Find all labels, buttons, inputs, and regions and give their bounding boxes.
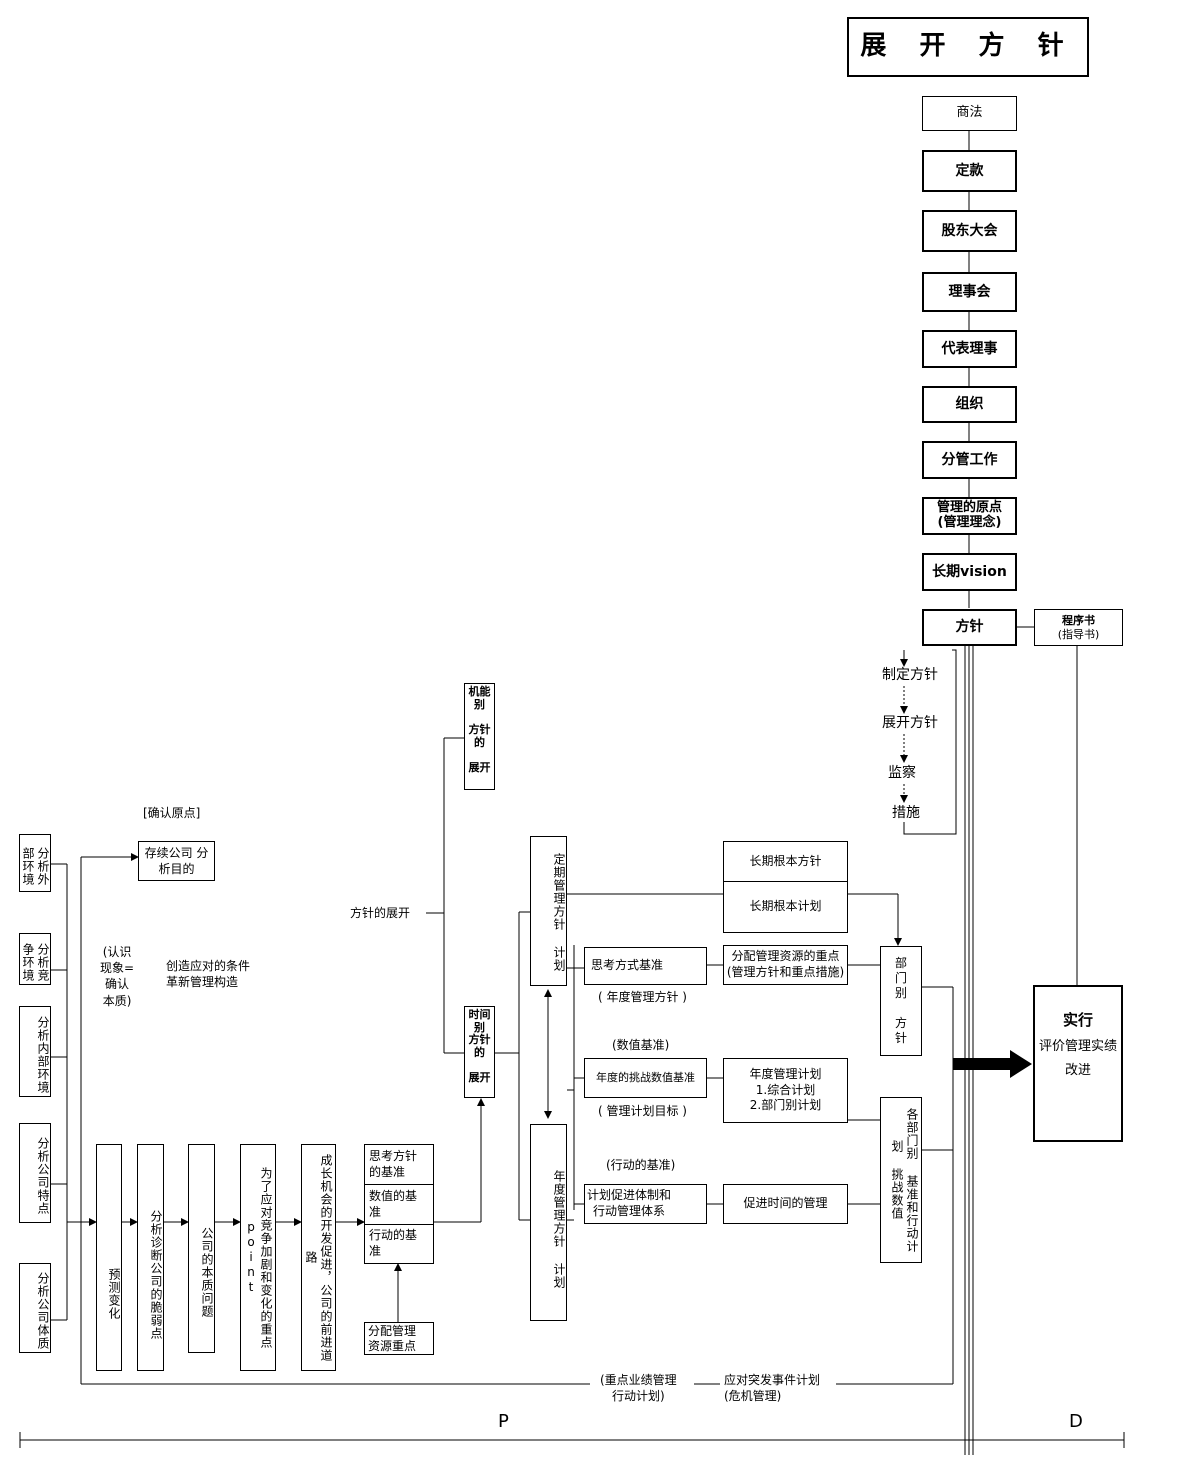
- long-term-stack: 长期根本方针 长期根本计划: [723, 841, 848, 933]
- hierarchy-articles: 定款: [922, 150, 1017, 192]
- hierarchy-management-origin: 管理的原点 (管理理念): [922, 497, 1017, 535]
- purpose-box: 存续公司 分 析目的: [138, 841, 215, 881]
- mid-thinking-basis: 思考方式基准: [584, 947, 707, 985]
- env-external: 分析外部环境: [19, 834, 51, 892]
- hierarchy-rep-director: 代表理事: [922, 330, 1017, 368]
- phase-d-label: D: [1069, 1411, 1083, 1432]
- basis-thinking: 思考方针 的基准: [365, 1145, 433, 1185]
- basis-action: 行动的基 准: [369, 1228, 418, 1258]
- page-title: 展 开 方 针: [847, 17, 1089, 77]
- procedure-book: 程序书 (指导书): [1034, 609, 1123, 646]
- each-dept-box: 各部门别 基准和行动计划 挑战数值: [880, 1097, 922, 1263]
- long-term-policy: 长期根本方针: [724, 842, 847, 882]
- chain-weakness: 分析诊断公司的脆弱点: [137, 1144, 164, 1371]
- env-internal: 分析内部环境: [19, 1006, 51, 1097]
- hierarchy-division: 分管工作: [922, 441, 1017, 479]
- execute-improve: 改进: [1064, 1063, 1091, 1079]
- env-competitive: 分析竞争环境: [19, 933, 51, 985]
- hierarchy-board: 理事会: [922, 272, 1017, 312]
- bottom-key-plan: (重点业绩管理 行动计划): [600, 1373, 677, 1404]
- cycle-deploy: 展开方针: [882, 715, 938, 731]
- execute-box: 实行 评价管理实绩 改进: [1033, 985, 1123, 1142]
- hierarchy-commercial-law: 商法: [922, 96, 1017, 131]
- cycle-monitor: 监察: [888, 765, 916, 781]
- policy-expand-label: 方针的展开: [350, 905, 411, 922]
- mid-action-system: 计划促进体制和 行动管理体系: [584, 1184, 707, 1224]
- cycle-formulate: 制定方针: [882, 667, 938, 683]
- hierarchy-long-vision: 长期vision: [922, 553, 1017, 591]
- dept-policy-box: 部 门 别 方 针: [880, 946, 922, 1056]
- bottom-crisis-plan: 应对突发事件计划 (危机管理): [724, 1373, 821, 1404]
- annual-plan-box: 年度管理方针 计划: [530, 1124, 567, 1321]
- env-company-traits: 分析公司特点: [19, 1123, 51, 1223]
- basis-stack: 思考方针 的基准 数值的基 准 行动的基 准: [364, 1144, 434, 1264]
- phase-p-label: P: [498, 1411, 509, 1432]
- mid-annual-plan: 年度管理计划 1.综合计划 2.部门别计划: [723, 1058, 848, 1123]
- recognize-text: (认识 现象= 确认 本质): [100, 945, 135, 1008]
- chain-competition-point: 为了应对竞争加剧和变化的重点point: [240, 1144, 276, 1371]
- functional-policy-box: 机能 别 方针 的 展开: [464, 683, 495, 790]
- mid-action-caption: (行动的基准): [606, 1158, 676, 1172]
- create-text: 创造应对的条件 革新管理构造: [166, 959, 251, 990]
- basis-numeric: 数值的基 准: [365, 1185, 433, 1225]
- chain-essential-issue: 公司的本质问题: [188, 1144, 215, 1353]
- hierarchy-shareholders-meeting: 股东大会: [922, 210, 1017, 252]
- mid-resource-focus: 分配管理资源的重点 (管理方针和重点措施): [723, 945, 848, 985]
- execute-arrow: [953, 1050, 1032, 1078]
- execute-title: 实行: [1062, 1011, 1093, 1029]
- mid-challenge-target: 年度的挑战数值基准: [584, 1058, 707, 1098]
- cycle-measure: 措施: [892, 805, 920, 821]
- chain-growth-path: 成长机会的开发促进，公司的前进道路: [301, 1144, 336, 1371]
- env-company-quality: 分析公司体质: [19, 1263, 51, 1353]
- temporal-policy-box: 时间 别 方针 的 展开: [464, 1006, 495, 1098]
- confirm-origin-label: [确认原点]: [143, 806, 201, 820]
- mid-time-management: 促进时间的管理: [723, 1184, 848, 1224]
- procedure-title: 程序书: [1062, 614, 1095, 628]
- execute-evaluate: 评价管理实绩: [1038, 1038, 1117, 1054]
- long-term-plan: 长期根本计划: [749, 899, 822, 914]
- mid-plan-target-caption: ( 管理计划目标 ): [598, 1103, 687, 1120]
- mid-numeric-caption: (数值基准): [612, 1038, 670, 1052]
- allocate-resources: 分配管理 资源重点: [364, 1322, 434, 1355]
- mid-annual-policy-caption: ( 年度管理方针 ): [598, 989, 687, 1006]
- procedure-sub: (指导书): [1057, 627, 1100, 641]
- hierarchy-policy: 方针: [922, 609, 1017, 646]
- hierarchy-organization: 组织: [922, 386, 1017, 423]
- periodic-plan-box: 定期管理方针 计划: [530, 836, 567, 986]
- chain-predict-change: 预测变化: [96, 1144, 122, 1371]
